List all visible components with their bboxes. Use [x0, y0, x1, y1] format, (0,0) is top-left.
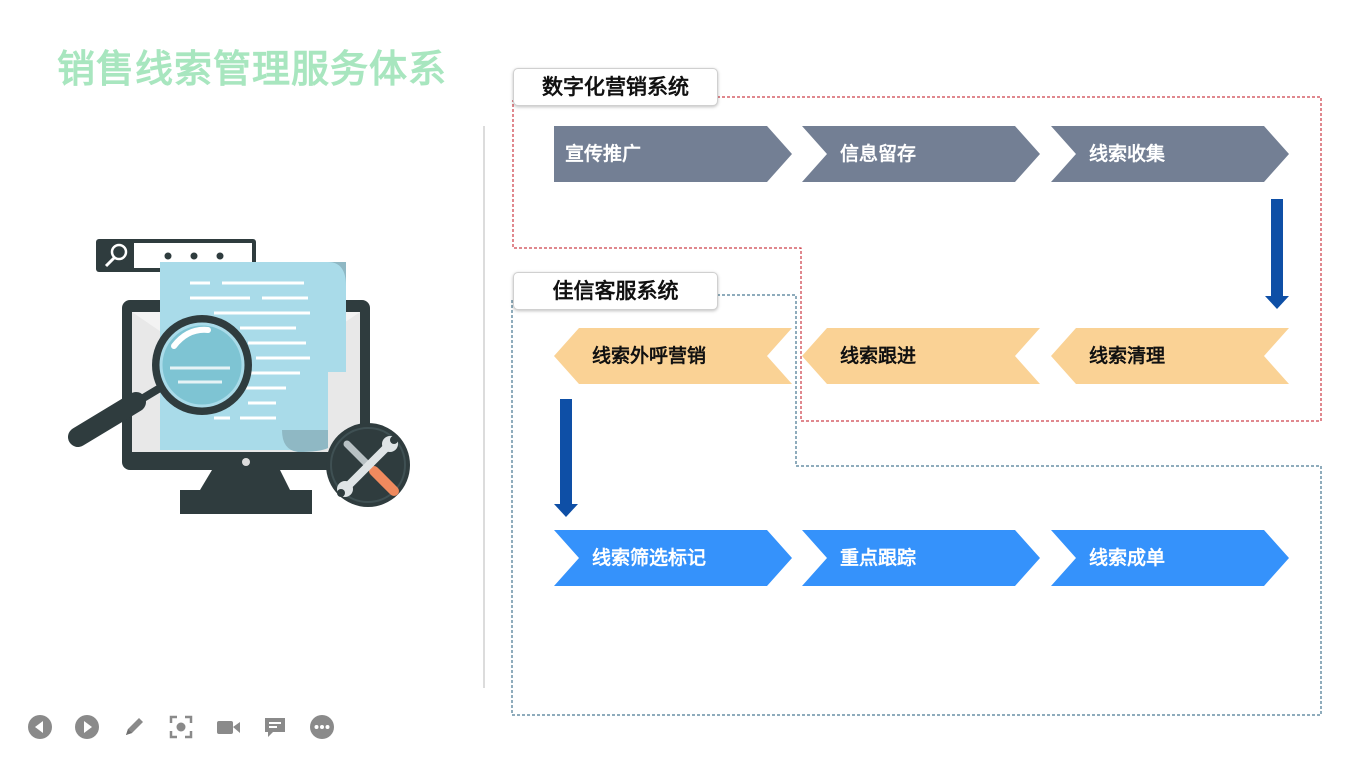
flow-step-lead-collection: 线索收集 [1051, 126, 1289, 182]
flow-step-publicity: 宣传推广 [554, 126, 792, 182]
camera-icon[interactable] [214, 713, 242, 741]
flow-step-deal-closed: 线索成单 [1051, 530, 1289, 586]
next-icon[interactable] [73, 713, 101, 741]
comment-icon[interactable] [261, 713, 289, 741]
service-system-outline [511, 294, 1322, 716]
screenshot-icon[interactable] [167, 713, 195, 741]
service-system-label: 佳信客服系统 [513, 272, 718, 310]
flow-step-lead-screening: 线索筛选标记 [554, 530, 792, 586]
magnifier-icon [68, 315, 252, 447]
flow-step-lead-follow-up: 线索跟进 [802, 328, 1040, 384]
tools-icon [326, 423, 410, 507]
pen-icon[interactable] [120, 713, 148, 741]
flow-step-lead-cleaning: 线索清理 [1051, 328, 1289, 384]
marketing-system-label: 数字化营销系统 [513, 68, 718, 106]
previous-icon[interactable] [26, 713, 54, 741]
marketing-system-outline [512, 96, 1322, 422]
flow-step-outbound-marketing: 线索外呼营销 [554, 328, 792, 384]
illustration [68, 239, 410, 514]
down-arrow-icon [1265, 199, 1289, 309]
flow-step-info-retention: 信息留存 [802, 126, 1040, 182]
more-icon[interactable] [308, 713, 336, 741]
down-arrow-icon [554, 399, 578, 517]
page-title: 销售线索管理服务体系 [57, 47, 448, 91]
divider [483, 126, 485, 688]
flow-step-key-tracking: 重点跟踪 [802, 530, 1040, 586]
